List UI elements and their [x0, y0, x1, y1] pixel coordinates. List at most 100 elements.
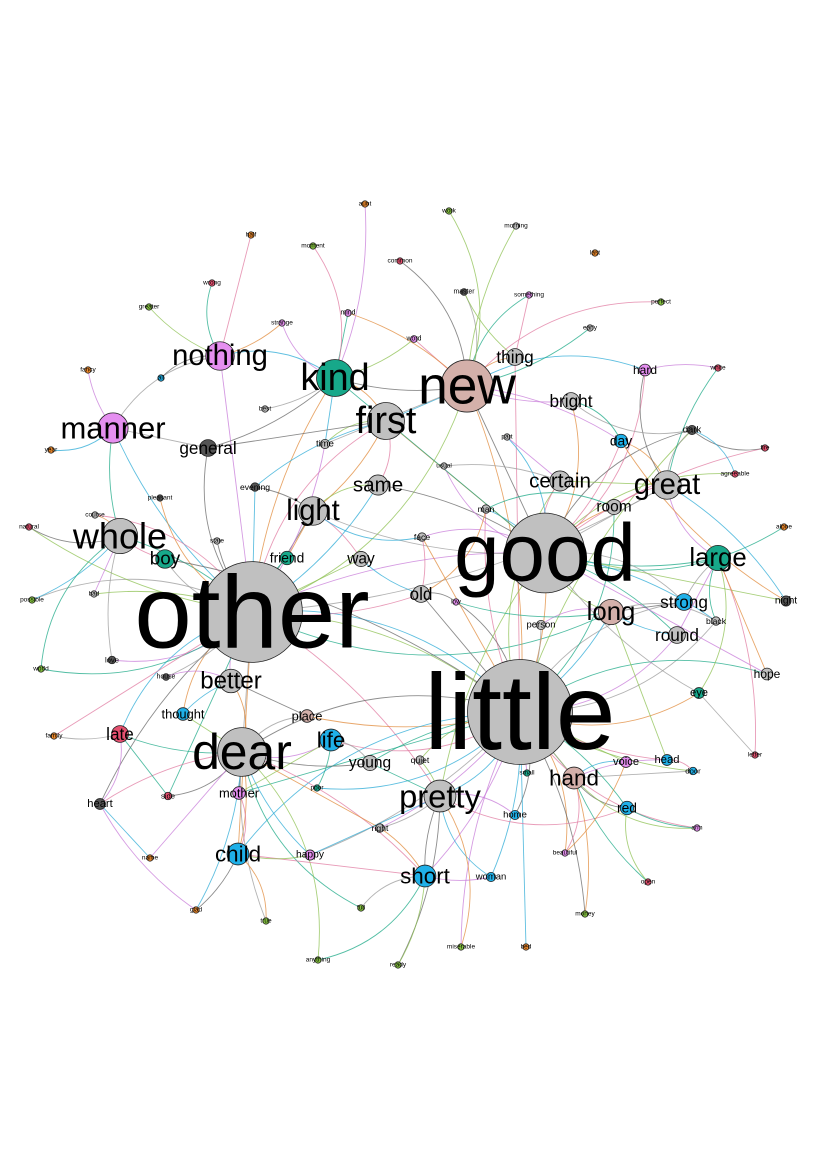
node-circle-whole — [101, 517, 139, 555]
edge-heart-name — [99, 803, 151, 859]
node-circle-place — [300, 709, 314, 723]
node-circle-old — [412, 585, 430, 603]
node-circle-last — [591, 249, 599, 257]
node-circle-master — [460, 288, 468, 296]
node-little: little — [424, 652, 615, 772]
node-label-round: round — [655, 625, 699, 645]
edge-great-night — [666, 484, 787, 602]
node-circle-certain — [549, 470, 571, 492]
node-round: round — [655, 625, 699, 645]
node-usual: usual — [436, 462, 452, 470]
node-label-thing: thing — [496, 347, 533, 367]
edge-bright-dark — [570, 400, 693, 435]
node-letter: letter — [748, 751, 763, 759]
edge-long-low — [455, 601, 612, 618]
node-circle-light — [298, 496, 328, 526]
node-good: good — [454, 508, 636, 599]
node-circle-money — [581, 910, 589, 918]
node-circle-fancy — [84, 366, 92, 374]
node-label-red: red — [617, 801, 637, 816]
node-circle-possible — [28, 596, 36, 604]
node-label-mother: mother — [219, 786, 260, 801]
node-label-hope: hope — [754, 667, 781, 681]
node-label-bad: bad — [89, 591, 100, 598]
node-label-word: word — [406, 336, 422, 343]
edge-certain-usual — [443, 464, 561, 482]
node-course: course — [85, 511, 105, 519]
node-label-heart: heart — [87, 798, 113, 810]
node-voice: voice — [613, 756, 639, 768]
node-label-man: man — [478, 504, 495, 514]
node-circle-large — [705, 545, 732, 572]
edge-long-head — [610, 611, 668, 761]
node-circle-side — [163, 791, 173, 801]
node-miserable: miserable — [447, 943, 475, 951]
node-wrong: wrong — [202, 279, 221, 287]
node-label-good: good — [454, 508, 636, 599]
node-label-state: state — [210, 538, 224, 545]
node-label-last: last — [590, 250, 600, 257]
node-face: face — [414, 532, 430, 542]
node-label-general: general — [179, 438, 236, 458]
node-label-early: early — [583, 325, 598, 332]
node-circle-long — [598, 599, 625, 626]
node-label-child: child — [215, 842, 261, 867]
node-label-light: light — [286, 495, 340, 527]
node-name: name — [142, 854, 159, 862]
node-small: small — [519, 769, 535, 777]
node-circle-something — [525, 291, 533, 299]
node-better: better — [200, 668, 262, 695]
node-circle-all — [157, 374, 165, 382]
node-night: night — [775, 596, 797, 607]
node-quiet: quiet — [411, 755, 430, 765]
node-label-part: part — [501, 434, 512, 441]
node-label-master: master — [453, 289, 475, 296]
node-circle-man — [481, 504, 491, 514]
node-circle-open — [644, 878, 652, 886]
node-circle-true — [262, 917, 270, 925]
node-circle-full — [357, 904, 365, 912]
node-circle-great — [652, 470, 682, 500]
node-label-fancy: fancy — [80, 367, 96, 374]
node-beautiful: beautiful — [553, 849, 578, 857]
edge-great-hard — [639, 369, 668, 486]
node-certain: certain — [529, 470, 591, 493]
node-circle-poor — [313, 784, 321, 792]
node-day: day — [610, 434, 632, 449]
node-nothing: nothing — [172, 340, 268, 372]
node-alone: alone — [776, 523, 792, 531]
node-circle-wrong — [208, 279, 216, 287]
node-circle-natural — [25, 523, 33, 531]
node-circle-thing — [506, 348, 524, 366]
node-bed: bed — [521, 943, 532, 951]
node-door: door — [685, 767, 701, 776]
node-label-pretty: pretty — [399, 778, 481, 815]
node-part: part — [501, 433, 513, 441]
node-label-young: young — [349, 755, 391, 772]
edge-large-letter — [717, 557, 756, 756]
edge-hard-white — [644, 364, 719, 371]
node-natural: natural — [19, 523, 39, 531]
node-time: time — [316, 439, 334, 450]
node-open: open — [641, 878, 656, 886]
node-circle-early — [586, 324, 594, 332]
edge-short-child — [237, 853, 426, 877]
node-family: family — [46, 732, 63, 740]
node-label-quiet: quiet — [411, 755, 430, 765]
edge-heart-glad — [99, 803, 197, 911]
node-circle-child — [226, 842, 250, 866]
node-circle-beautiful — [561, 849, 569, 857]
node-label-natural: natural — [19, 524, 39, 531]
edge-dark-agreeable — [691, 429, 736, 475]
node-circle-eye — [693, 687, 705, 699]
node-circle-home — [509, 809, 521, 821]
node-label-morning: morning — [504, 223, 528, 230]
edge-hand-door — [573, 770, 694, 779]
node-label-night: night — [775, 596, 797, 607]
node-label-long: long — [587, 598, 636, 626]
node-label-alone: alone — [776, 524, 792, 531]
node-word: word — [406, 335, 422, 343]
node-all: all — [157, 374, 165, 382]
node-label-arm: arm — [691, 825, 702, 832]
node-kind: kind — [300, 357, 369, 399]
